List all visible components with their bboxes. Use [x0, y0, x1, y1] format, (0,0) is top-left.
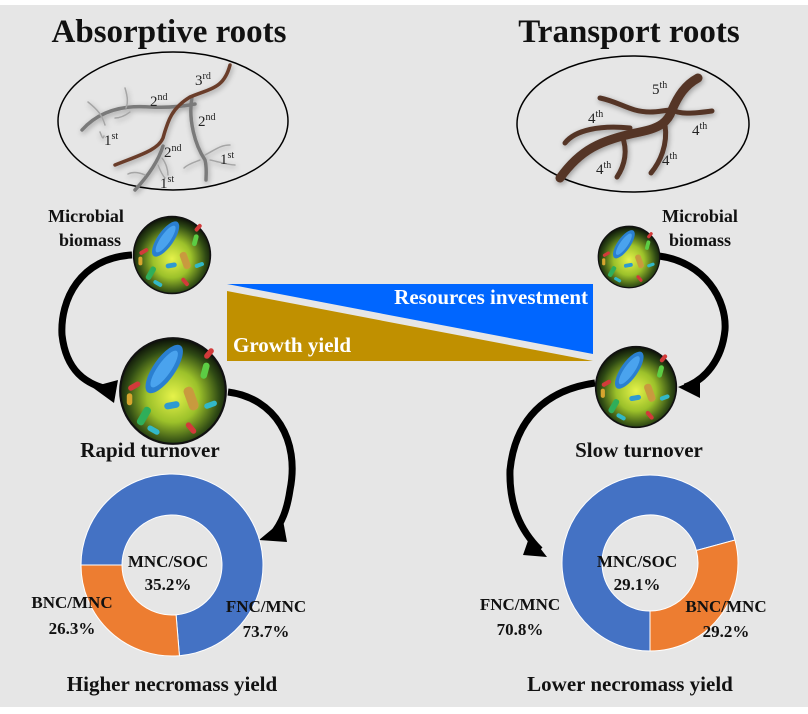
left-bnc-label: BNC/MNC — [31, 593, 112, 612]
slow-turnover-label: Slow turnover — [575, 438, 703, 462]
left-fnc-value: 73.7% — [243, 622, 290, 641]
left-microbial-biomass-icon — [132, 215, 212, 295]
root-order-label: 3rd — [195, 71, 211, 89]
donut-segment-bnc-mnc — [649, 539, 739, 652]
resources-investment-label: Resources investment — [394, 285, 588, 309]
arrowhead-icon — [259, 520, 287, 542]
left-fnc-label: FNC/MNC — [226, 597, 306, 616]
root-order-label: 4th — [662, 151, 677, 169]
left-biomass-label: biomass — [59, 230, 121, 250]
right-center-value: 29.1% — [614, 575, 661, 594]
flow-arrows — [58, 251, 729, 553]
resources-investment-wedge — [227, 284, 593, 354]
growth-yield-wedge — [227, 291, 593, 361]
right-microbial-label: Microbial — [662, 206, 738, 226]
higher-necromass-yield-label: Higher necromass yield — [67, 672, 278, 696]
arrowhead-icon — [678, 378, 700, 398]
arrow-heads — [92, 378, 700, 557]
right-microbial-biomass-icon — [597, 225, 661, 289]
right-fnc-label: FNC/MNC — [480, 595, 560, 614]
left-bnc-value: 26.3% — [49, 619, 96, 638]
left-center-label: MNC/SOC — [128, 552, 208, 571]
growth-yield-label: Growth yield — [233, 333, 351, 357]
root-order-label: 1st — [220, 150, 234, 168]
arrow-biomass-to-rapid-turnover — [58, 251, 133, 394]
root-order-label: 1st — [104, 131, 118, 149]
absorptive-roots-illustration: 3rd 2nd 2nd 1st 2nd 1st 1st — [57, 51, 289, 192]
transport-roots-illustration: 5th 4th 4th 4th 4th — [516, 55, 750, 193]
rapid-turnover-label: Rapid turnover — [80, 438, 219, 462]
left-microbial-label: Microbial — [48, 206, 124, 226]
arrow-slow-turnover-to-necromass — [506, 379, 596, 553]
right-bnc-value: 29.2% — [703, 622, 750, 641]
root-order-label: 4th — [692, 121, 707, 139]
right-necromass-donut — [561, 474, 739, 652]
donut-segment-fnc-mnc — [561, 474, 736, 652]
donut-segment-bnc-mnc — [80, 564, 180, 657]
left-center-value: 35.2% — [145, 575, 192, 594]
arrow-biomass-to-slow-turnover — [658, 252, 729, 391]
donut-segment-fnc-mnc — [80, 473, 264, 657]
arrowhead-icon — [92, 380, 118, 403]
root-order-label: 1st — [160, 174, 174, 192]
root-order-label: 4th — [596, 160, 611, 178]
right-bnc-label: BNC/MNC — [685, 597, 766, 616]
lower-necromass-yield-label: Lower necromass yield — [527, 672, 733, 696]
left-rapid-turnover-microbe-icon — [119, 337, 227, 445]
right-center-label: MNC/SOC — [597, 552, 677, 571]
right-biomass-label: biomass — [669, 230, 731, 250]
absorptive-roots-title: Absorptive roots — [52, 14, 287, 50]
root-order-label: 2nd — [198, 112, 216, 130]
root-order-label: 5th — [652, 80, 667, 98]
root-order-label: 2nd — [150, 92, 168, 110]
right-fnc-value: 70.8% — [497, 620, 544, 639]
left-necromass-donut — [80, 473, 264, 657]
right-slow-turnover-microbe-icon — [594, 345, 678, 429]
arrowhead-icon — [523, 535, 547, 557]
arrow-rapid-turnover-to-necromass — [227, 388, 296, 538]
root-order-label: 2nd — [164, 143, 182, 161]
transport-roots-title: Transport roots — [518, 14, 740, 50]
root-order-label: 4th — [588, 109, 603, 127]
tradeoff-wedges: Resources investment Growth yield — [227, 284, 593, 361]
